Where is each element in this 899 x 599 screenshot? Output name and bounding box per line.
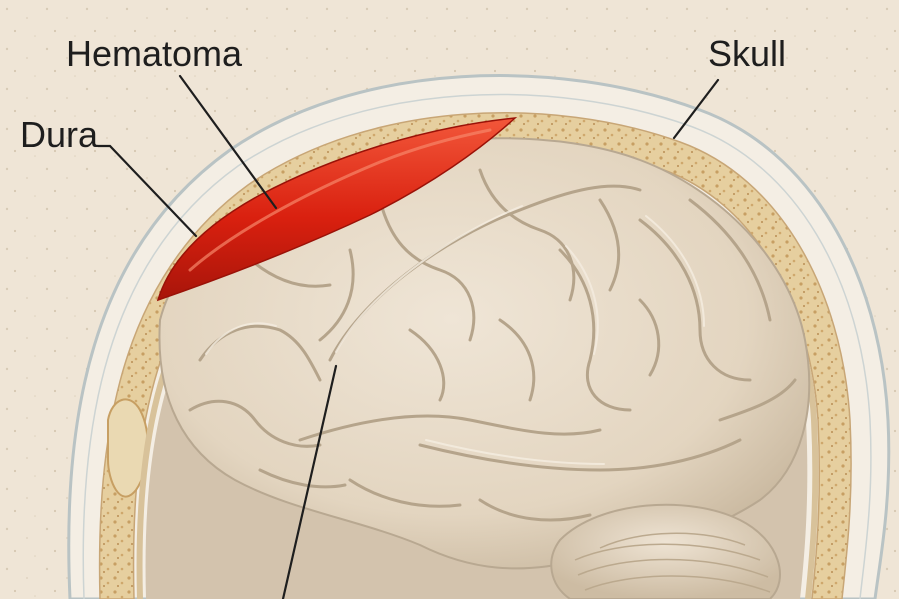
hematoma bbox=[156, 117, 518, 302]
scalp-inner-line bbox=[82, 93, 872, 599]
skull-leader-line bbox=[672, 78, 720, 140]
hematoma-highlight bbox=[188, 128, 492, 272]
hematoma-leader-line bbox=[178, 74, 278, 210]
brain-highlights bbox=[205, 205, 705, 465]
dura-label: Dura bbox=[20, 114, 99, 155]
unlabeled-leader-line bbox=[281, 364, 338, 599]
dura-leader-line bbox=[96, 144, 198, 238]
cerebellum bbox=[550, 503, 781, 599]
cerebellum-folia bbox=[574, 532, 771, 593]
skull-label: Skull bbox=[708, 33, 787, 74]
hematoma-label: Hematoma bbox=[66, 33, 243, 74]
